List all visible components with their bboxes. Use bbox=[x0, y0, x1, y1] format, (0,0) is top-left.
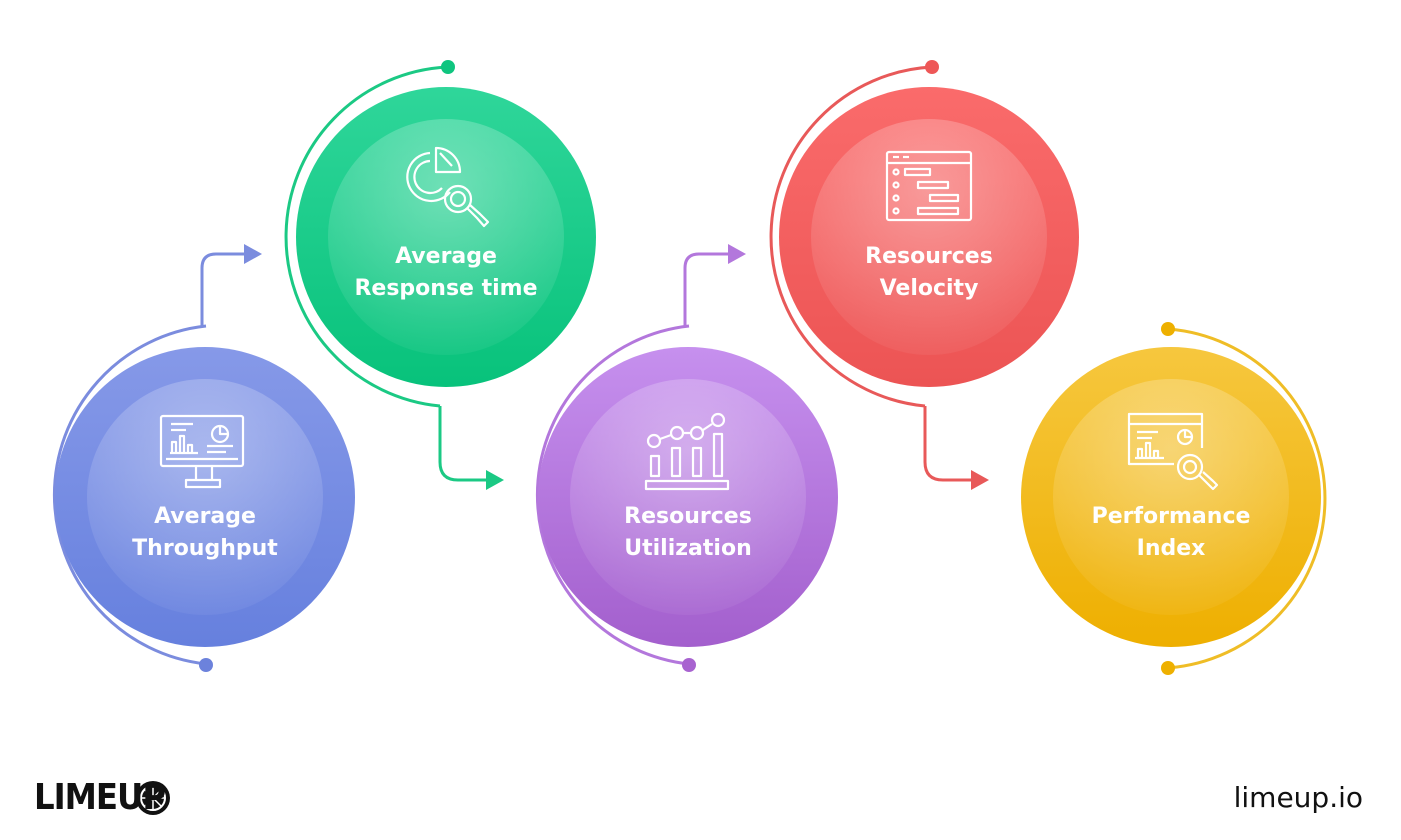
response-label-line-1: Average bbox=[395, 244, 497, 269]
velocity-node bbox=[779, 87, 1079, 387]
performance-node bbox=[1021, 347, 1321, 647]
utilization-label-line-1: Resources bbox=[624, 504, 752, 529]
velocity-ring bbox=[769, 65, 933, 408]
lime-logo-icon bbox=[136, 781, 170, 815]
response-arrow-icon bbox=[486, 470, 504, 490]
velocity-label: Resources Velocity bbox=[779, 241, 1079, 305]
utilization-to-velocity-connector bbox=[683, 252, 733, 326]
throughput-label: Average Throughput bbox=[55, 501, 355, 565]
velocity-label-line-2: Velocity bbox=[879, 276, 979, 301]
utilization-node bbox=[538, 347, 838, 647]
response-ring bbox=[284, 65, 448, 408]
response-label-line-2: Response time bbox=[354, 276, 538, 301]
gantt-chart-icon bbox=[885, 150, 973, 222]
utilization-label-line-2: Utilization bbox=[624, 536, 752, 561]
monitor-chart-icon bbox=[159, 414, 245, 489]
dashboard-magnifier-icon bbox=[1127, 412, 1219, 491]
velocity-ring-dot bbox=[925, 60, 939, 74]
utilization-label: Resources Utilization bbox=[538, 501, 838, 565]
performance-label-line-1: Performance bbox=[1091, 504, 1251, 529]
utilization-arrow-icon bbox=[728, 244, 746, 264]
response-ring-dot bbox=[441, 60, 455, 74]
bar-line-chart-icon bbox=[644, 412, 730, 491]
brand-logo-text: LIMEUP bbox=[34, 777, 166, 818]
velocity-to-performance-connector bbox=[923, 406, 975, 482]
performance-ring-dot-bottom bbox=[1161, 661, 1175, 675]
throughput-arrow-icon bbox=[244, 244, 262, 264]
velocity-arrow-icon bbox=[971, 470, 989, 490]
throughput-ring bbox=[52, 324, 207, 666]
response-to-utilization-connector bbox=[438, 406, 490, 482]
throughput-to-response-connector bbox=[200, 252, 250, 326]
performance-ring-dot-top bbox=[1161, 322, 1175, 336]
velocity-label-line-1: Resources bbox=[865, 244, 993, 269]
throughput-label-line-1: Average bbox=[154, 504, 256, 529]
performance-label: Performance Index bbox=[1021, 501, 1321, 565]
brand-site-link[interactable]: limeup.io bbox=[1233, 781, 1363, 814]
response-label: Average Response time bbox=[296, 241, 596, 305]
performance-ring bbox=[1167, 327, 1327, 670]
throughput-ring-dot bbox=[199, 658, 213, 672]
throughput-node bbox=[55, 347, 355, 647]
performance-label-line-2: Index bbox=[1136, 536, 1206, 561]
response-node bbox=[296, 87, 596, 387]
utilization-ring-dot bbox=[682, 658, 696, 672]
utilization-ring bbox=[535, 324, 690, 666]
throughput-label-line-2: Throughput bbox=[132, 536, 278, 561]
pie-chart-magnifier-icon bbox=[406, 146, 490, 228]
